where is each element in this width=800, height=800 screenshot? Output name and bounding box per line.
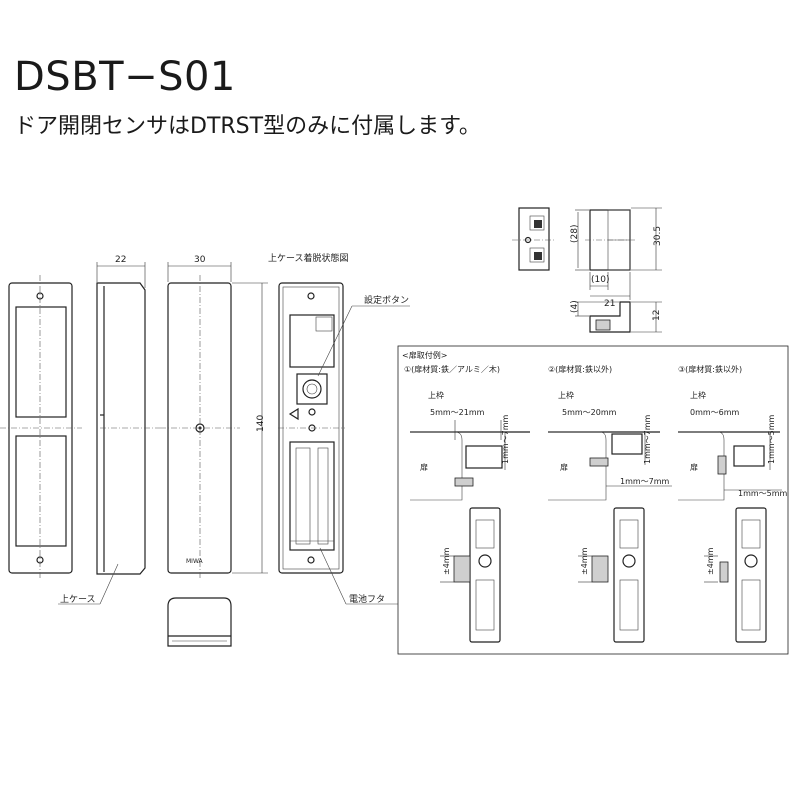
example2-frame: 上枠 (558, 390, 574, 400)
example1-title: ①(扉材質:鉄／アルミ／木) (404, 364, 500, 374)
example3-door: 扉 (690, 462, 698, 472)
example2-gap: 5mm〜20mm (562, 408, 617, 417)
side-view: 22 上ケース (58, 255, 160, 605)
example3-title: ③(扉材質:鉄以外) (678, 364, 742, 374)
battery-cover-label: 電池フタ (349, 593, 385, 605)
example3-horiz: 1mm〜5mm (738, 489, 788, 498)
case-removed-view: 上ケース着脱状態図 設定ボタン 電池フタ (268, 252, 410, 605)
mounting-examples-box: <扉取付例> ①(扉材質:鉄／アルミ／木) 上枠 5mm〜21mm 扉 1mm〜… (397, 345, 789, 655)
example1-frame: 上枠 (428, 390, 444, 400)
dim-12: 12 (652, 310, 662, 321)
dim-4: (4) (570, 300, 580, 313)
example2-tolerance: ±4mm (580, 547, 589, 575)
upper-case-label: 上ケース (60, 594, 96, 605)
example1-door: 扉 (420, 462, 428, 472)
setting-button-label: 設定ボタン (364, 294, 409, 306)
example3-vert: 1mm〜5mm (767, 414, 776, 464)
dim-22: 22 (115, 255, 126, 265)
example3-tolerance: ±4mm (706, 547, 715, 575)
back-view: MIWA 30 140 (160, 255, 268, 580)
dim-140: 140 (256, 415, 266, 432)
example1-unit: ±4mm (440, 507, 501, 643)
dim-10: (10) (591, 275, 609, 285)
example1-gap: 5mm〜21mm (430, 408, 485, 417)
case-removed-label: 上ケース着脱状態図 (268, 252, 349, 264)
example2-door: 扉 (560, 462, 568, 472)
logo-text: MIWA (186, 558, 204, 565)
front-view (0, 275, 82, 580)
examples-header: <扉取付例> (402, 350, 447, 360)
dim-30: 30 (194, 255, 206, 265)
example2-unit: ±4mm (578, 507, 645, 643)
example3-unit: ±4mm (704, 507, 767, 643)
example3-frame: 上枠 (690, 390, 706, 400)
dim-21: 21 (604, 299, 615, 309)
product-code-title: DSBT−S01 (14, 54, 236, 100)
example3-gap: 0mm〜6mm (690, 408, 740, 417)
example2-horiz: 1mm〜7mm (620, 477, 670, 486)
product-note: ドア開閉センサはDTRST型のみに付属します。 (14, 114, 481, 139)
dim-28: (28) (570, 225, 580, 243)
example2-title: ②(扉材質:鉄以外) (548, 364, 612, 374)
sensor-views: (28) 30.5 (10) 21 (4) 12 (512, 207, 663, 333)
example2-vert: 1mm〜7mm (643, 414, 652, 464)
dim-30-5: 30.5 (653, 226, 663, 246)
example1-vert: 1mm〜7mm (501, 414, 510, 464)
example1-tolerance: ±4mm (442, 547, 451, 575)
upper-case-part (167, 597, 232, 647)
